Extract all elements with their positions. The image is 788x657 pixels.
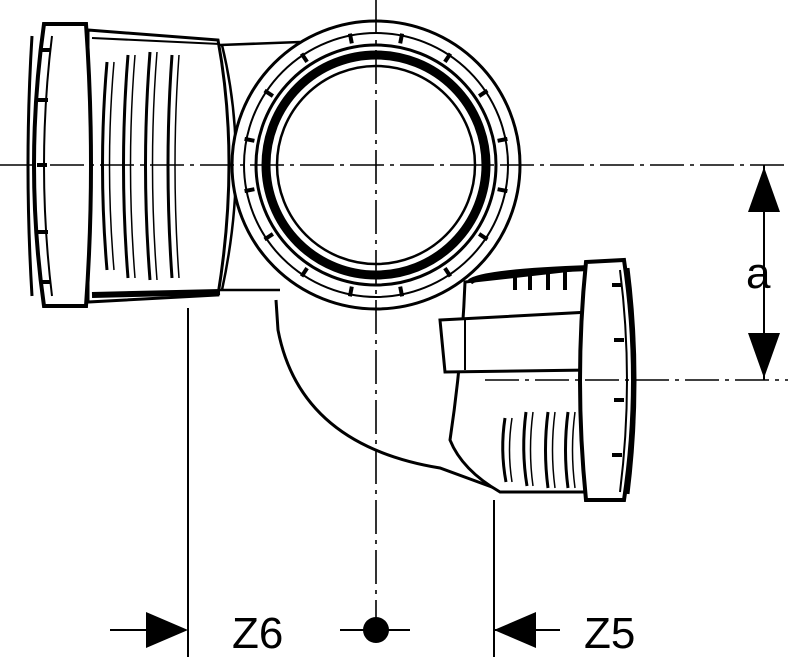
- dimension-a-label: a: [746, 249, 771, 298]
- ring-notch: [477, 232, 489, 242]
- dimension-z6-label: Z6: [232, 609, 283, 657]
- ring-notch: [497, 187, 508, 194]
- dimension-z5-label: Z5: [584, 609, 635, 657]
- ring-notch: [263, 232, 275, 242]
- ring-notch: [299, 266, 309, 278]
- ring-notch: [347, 286, 354, 297]
- center-lines: [0, 0, 788, 640]
- dimension-a: [748, 165, 780, 380]
- left-socket: [26, 22, 301, 308]
- ring-notch: [263, 88, 275, 98]
- dimension-z-lines: [110, 308, 560, 657]
- ring-notch: [497, 136, 508, 143]
- ring-notch: [398, 33, 405, 44]
- right-socket: [438, 257, 637, 502]
- ring-notch: [398, 286, 405, 297]
- ring-notch: [443, 52, 453, 64]
- ring-notch: [347, 33, 354, 44]
- ring-notch: [244, 187, 255, 194]
- ring-notch: [244, 136, 255, 143]
- ring-notch: [477, 88, 489, 98]
- ring-notch: [443, 266, 453, 278]
- ring-notch: [299, 52, 309, 64]
